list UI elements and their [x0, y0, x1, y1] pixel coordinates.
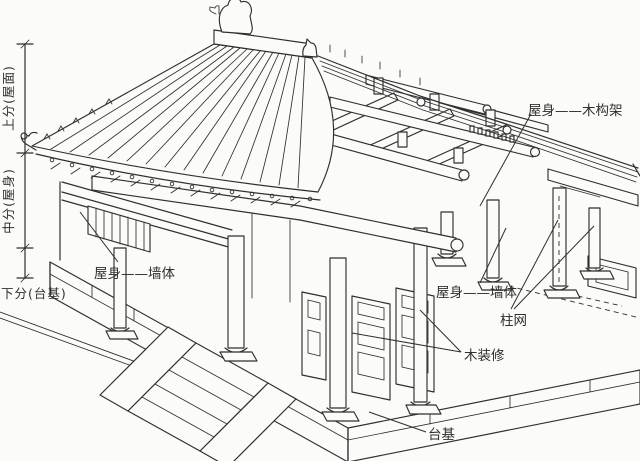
wall-right-annotation: 屋身——墙体: [436, 285, 517, 301]
column-grid-axis-line: [499, 283, 640, 319]
column-grid-annotation: 柱网: [500, 313, 527, 329]
architrave-beam: [91, 175, 457, 253]
grid-column: [579, 207, 615, 280]
eave-fascia: [35, 153, 321, 201]
wall-left-annotation: 屋身——墙体: [94, 266, 175, 282]
column-grid-leader: [510, 219, 595, 310]
dwarf-post: [453, 147, 464, 164]
tiled-roof: [20, 43, 335, 208]
frame-annotation: 屋身——木构架: [528, 103, 623, 119]
left-wall: [59, 181, 291, 303]
platform-leader: [368, 411, 427, 433]
dimension-scale: 上分(屋面) 中分(屋身) 下分(台基): [1, 39, 67, 301]
purlin: [365, 74, 486, 115]
grid-column: [543, 187, 581, 299]
columns: [105, 187, 615, 422]
porch-column: [219, 235, 258, 362]
chiwen-ornament-left: [218, 0, 253, 35]
porch-column: [105, 247, 139, 340]
wall-left-leader: [79, 211, 119, 263]
eave-tile-ends: [49, 157, 313, 202]
wood-finish-annotation: 木装修: [464, 348, 505, 364]
chiwen-ornament-right: [302, 38, 318, 58]
tile-rows: [50, 44, 306, 189]
middle-section-label: 中分(屋身): [1, 168, 16, 234]
platform-annotation: 台基: [428, 426, 455, 443]
dwarf-post: [397, 131, 408, 148]
under-eave-rafters: [50, 162, 301, 208]
leader-lines: [79, 113, 595, 433]
lattice-window: [87, 205, 151, 253]
wood-finish-leader: [351, 309, 462, 353]
upper-section-label: 上分(屋面): [1, 65, 16, 131]
bare-rafters: [317, 44, 640, 183]
frame-leader: [479, 113, 532, 207]
text-annotations: 屋身——木构架 屋身——墙体 屋身——墙体 柱网 木装修 台基: [94, 103, 623, 443]
wall-right-leader: [479, 227, 507, 284]
right-lintel: [547, 168, 639, 207]
porch-column: [321, 257, 360, 422]
lower-section-label: 下分(台基): [1, 286, 67, 301]
entrance-steps: [99, 326, 297, 461]
main-ridge: [209, 0, 318, 59]
grid-column: [477, 199, 513, 291]
porch-column: [405, 227, 442, 415]
